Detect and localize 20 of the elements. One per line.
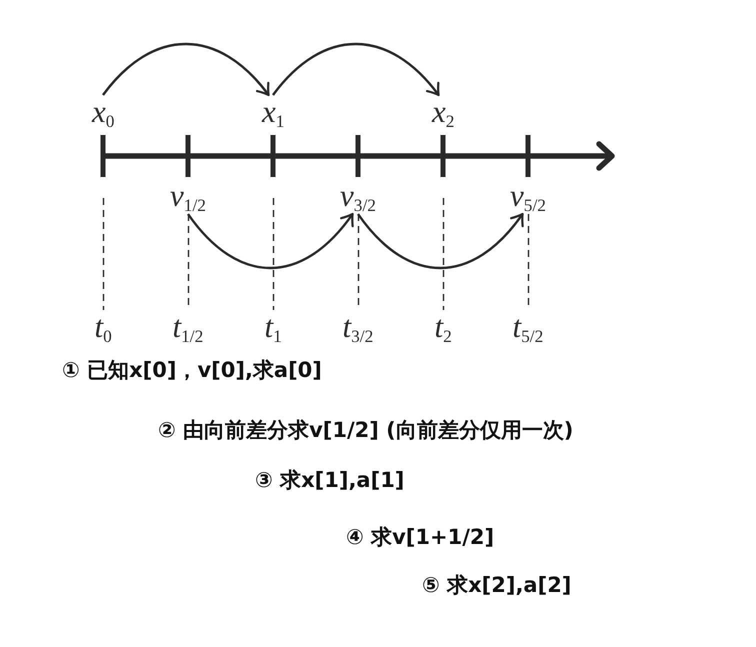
time-label: t$_{5/2}$ [512, 310, 544, 344]
dashed-guide-line [102, 198, 104, 310]
time-label: t$_{1}$ [264, 310, 282, 344]
step-text: ④ 求v[1+1/2] [346, 524, 494, 550]
time-label: t$_{0}$ [94, 310, 112, 344]
step-text: ③ 求x[1],a[1] [255, 467, 404, 494]
velocity-label: v$_{1/2}$ [170, 178, 206, 214]
step-text: ① 已知x[0]，v[0],求a[0] [62, 357, 322, 384]
velocity-label: v$_{5/2}$ [510, 178, 546, 214]
dashed-guide-line [272, 198, 274, 310]
position-label: x$_{0}$ [92, 94, 114, 130]
dashed-guide-line [442, 198, 444, 310]
time-label: t$_{3/2}$ [342, 310, 374, 344]
time-label: t$_{1/2}$ [172, 310, 204, 344]
position-label: x$_{2}$ [432, 94, 454, 130]
time-label: t$_{2}$ [434, 310, 452, 344]
position-label: x$_{1}$ [262, 94, 284, 130]
step-text: ② 由向前差分求v[1/2] (向前差分仅用一次) [158, 417, 574, 444]
velocity-label: v$_{3/2}$ [340, 178, 376, 214]
step-text: ⑤ 求x[2],a[2] [422, 572, 572, 598]
